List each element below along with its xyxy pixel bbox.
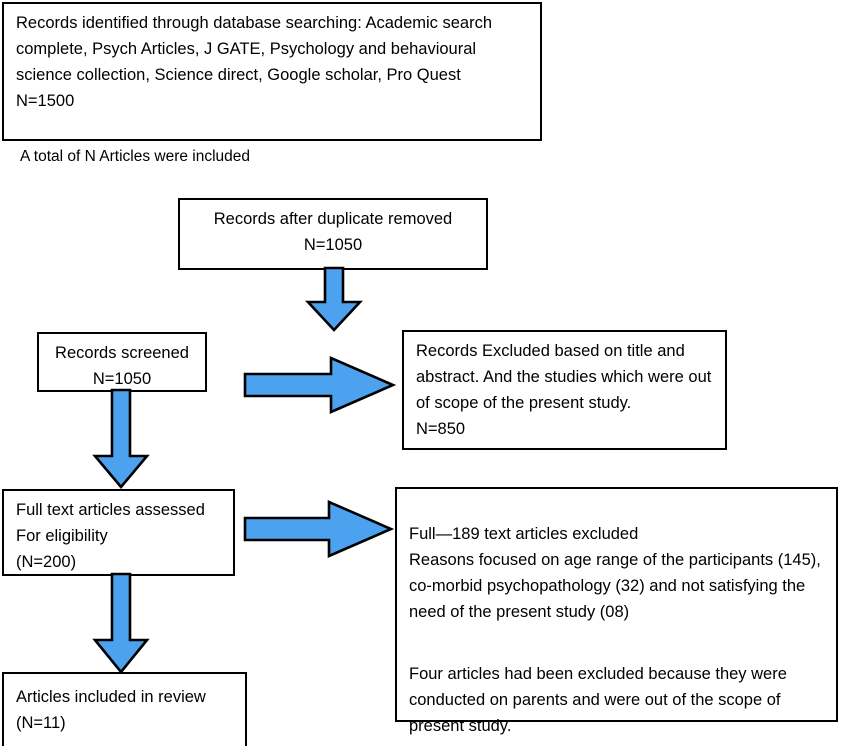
down-arrow-icon-duplicates-to-screened — [305, 266, 363, 332]
right-arrow-icon-screened-to-excluded — [243, 356, 397, 414]
box-articles-included: Articles included in review (N=11) — [2, 672, 247, 746]
box-records-excluded-label: Records Excluded based on title and abst… — [416, 342, 712, 438]
full-text-excluded-paragraph-2: Four articles had been excluded because … — [409, 665, 787, 735]
box-full-text-assessed: Full text articles assessed For eligibil… — [2, 489, 235, 576]
right-arrow-icon-eligibility-to-excluded — [243, 500, 395, 558]
box-full-text-excluded-content: Full—189 text articles excluded Reasons … — [397, 489, 836, 746]
box-records-screened-label: Records screened N=1050 — [55, 344, 189, 388]
down-arrow-icon-screened-to-eligibility — [92, 388, 150, 490]
box-records-after-duplicates-label: Records after duplicate removed N=1050 — [213, 210, 453, 254]
box-records-identified: Records identified through database sear… — [2, 2, 542, 141]
down-arrow-icon-eligibility-to-included — [92, 572, 150, 675]
box-full-text-excluded: Full—189 text articles excluded Reasons … — [395, 487, 838, 735]
box-records-screened: Records screened N=1050 — [37, 332, 207, 392]
box-articles-included-label: Articles included in review (N=11) — [16, 688, 206, 732]
box-records-after-duplicates: Records after duplicate removed N=1050 — [178, 198, 488, 270]
box-records-excluded: Records Excluded based on title and abst… — [402, 330, 727, 450]
full-text-excluded-paragraph-1: Full—189 text articles excluded Reasons … — [409, 525, 821, 621]
box-full-text-assessed-label: Full text articles assessed For eligibil… — [16, 501, 205, 571]
box-records-identified-label: Records identified through database sear… — [16, 14, 493, 110]
total-articles-note: A total of N Articles were included — [20, 148, 251, 165]
